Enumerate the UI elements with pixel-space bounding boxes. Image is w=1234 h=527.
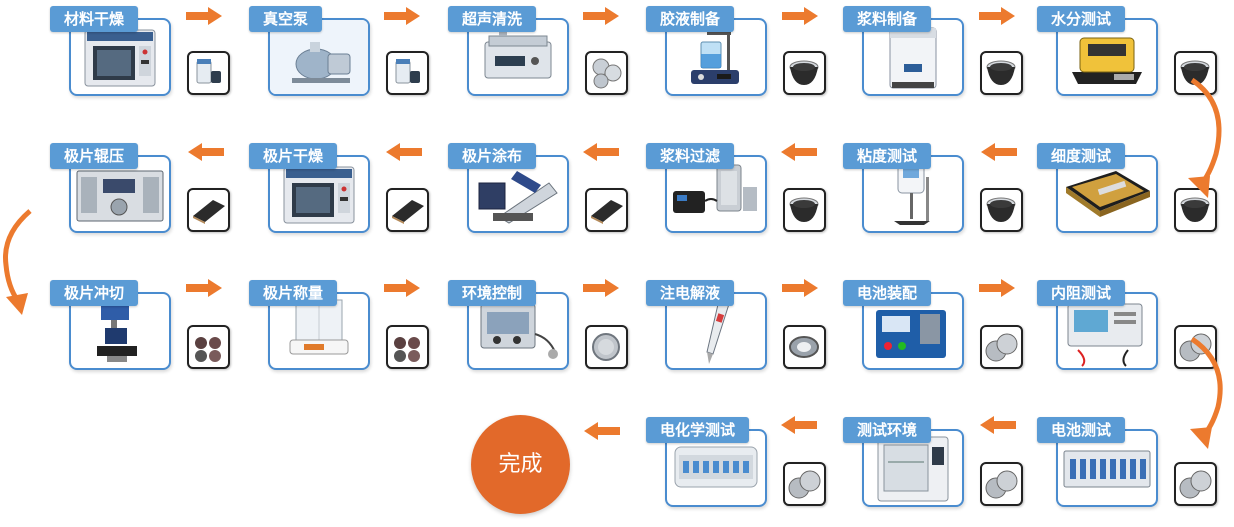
cell-case-icon xyxy=(783,325,826,369)
step-analytical-balance: 极片称量 xyxy=(249,280,429,390)
step-label: 细度测试 xyxy=(1037,143,1126,169)
step-drying-oven: 材料干燥 xyxy=(50,6,230,116)
electrode-discs-icon xyxy=(187,325,230,369)
step-roller-press: 极片辊压 xyxy=(50,143,230,253)
step-fineness-gauge: 细度测试 xyxy=(1037,143,1217,253)
finish-circle: 完成 xyxy=(471,415,570,514)
step-label: 内阻测试 xyxy=(1037,280,1126,306)
step-ultrasonic-cleaner: 超声清洗 xyxy=(448,6,628,116)
flow-arrow-icon xyxy=(980,416,1016,434)
flow-arrow-icon xyxy=(186,7,222,25)
coater-icon xyxy=(467,155,569,233)
step-slurry-filter: 浆料过滤 xyxy=(646,143,826,253)
step-label: 材料干燥 xyxy=(50,6,139,32)
step-punching-machine: 极片冲切 xyxy=(50,280,230,390)
electrode-sheet-icon xyxy=(187,188,230,232)
slurry-cup-icon xyxy=(1174,188,1217,232)
step-label: 真空泵 xyxy=(249,6,323,32)
coin-cells-icon xyxy=(1174,462,1217,506)
powder-bottle-icon xyxy=(386,51,429,95)
step-label: 极片涂布 xyxy=(448,143,537,169)
step-label: 浆料过滤 xyxy=(646,143,735,169)
flow-arrow-icon xyxy=(981,143,1017,161)
flow-arrow-icon xyxy=(583,7,619,25)
turn-arrow-icon xyxy=(1180,333,1234,453)
turn-arrow-icon xyxy=(0,205,40,315)
step-label: 电化学测试 xyxy=(646,417,750,443)
step-battery-tester: 电池测试 xyxy=(1037,417,1217,527)
slurry-cup-icon xyxy=(783,188,826,232)
step-slurry-mixer: 浆料制备 xyxy=(843,6,1023,116)
turn-arrow-icon xyxy=(1180,74,1234,204)
step-label: 电池装配 xyxy=(843,280,932,306)
step-magnetic-stirrer: 胶液制备 xyxy=(646,6,826,116)
slurry-cup-icon xyxy=(783,51,826,95)
flow-arrow-icon xyxy=(583,143,619,161)
flow-arrow-icon xyxy=(782,279,818,297)
step-electrochemical-workstation: 电化学测试 xyxy=(646,417,826,527)
step-label: 极片辊压 xyxy=(50,143,139,169)
flow-arrow-icon xyxy=(386,143,422,161)
step-label: 极片称量 xyxy=(249,280,338,306)
flow-arrow-icon xyxy=(188,143,224,161)
step-label: 极片干燥 xyxy=(249,143,338,169)
metal-discs-icon xyxy=(585,51,628,95)
slurry-cup-icon xyxy=(980,188,1023,232)
step-label: 粘度测试 xyxy=(843,143,932,169)
step-viscometer: 粘度测试 xyxy=(843,143,1023,253)
step-climate-chamber: 测试环境 xyxy=(843,417,1023,527)
coin-cell-icon xyxy=(585,325,628,369)
flow-arrow-icon xyxy=(979,7,1015,25)
coin-cells-icon xyxy=(980,462,1023,506)
step-moisture-analyzer: 水分测试 xyxy=(1037,6,1217,116)
slurry-cup-icon xyxy=(1174,51,1217,95)
step-glove-box: 环境控制 xyxy=(448,280,628,390)
powder-bottle-icon xyxy=(187,51,230,95)
step-crimping-machine: 电池装配 xyxy=(843,280,1023,390)
finish-label: 完成 xyxy=(498,452,543,477)
step-pipette: 注电解液 xyxy=(646,280,826,390)
step-resistance-meter: 内阻测试 xyxy=(1037,280,1217,390)
step-label: 注电解液 xyxy=(646,280,735,306)
coin-cells-icon xyxy=(1174,325,1217,369)
flow-arrow-icon xyxy=(584,422,620,440)
step-drying-oven: 极片干燥 xyxy=(249,143,429,253)
step-vacuum-pump: 真空泵 xyxy=(249,6,429,116)
step-label: 极片冲切 xyxy=(50,280,139,306)
flow-arrow-icon xyxy=(782,7,818,25)
flow-arrow-icon xyxy=(781,416,817,434)
step-label: 超声清洗 xyxy=(448,6,537,32)
flow-arrow-icon xyxy=(979,279,1015,297)
step-label: 胶液制备 xyxy=(646,6,735,32)
step-coater: 极片涂布 xyxy=(448,143,628,253)
electrode-discs-icon xyxy=(386,325,429,369)
step-label: 测试环境 xyxy=(843,417,932,443)
step-label: 环境控制 xyxy=(448,280,537,306)
slurry-cup-icon xyxy=(980,51,1023,95)
step-label: 水分测试 xyxy=(1037,6,1126,32)
step-label: 浆料制备 xyxy=(843,6,932,32)
coin-cells-icon xyxy=(980,325,1023,369)
flow-arrow-icon xyxy=(583,279,619,297)
step-label: 电池测试 xyxy=(1037,417,1126,443)
electrode-sheet-icon xyxy=(585,188,628,232)
electrode-sheet-icon xyxy=(386,188,429,232)
flow-arrow-icon xyxy=(384,279,420,297)
flow-arrow-icon xyxy=(384,7,420,25)
flow-arrow-icon xyxy=(186,279,222,297)
flow-arrow-icon xyxy=(781,143,817,161)
coin-cells-icon xyxy=(783,462,826,506)
